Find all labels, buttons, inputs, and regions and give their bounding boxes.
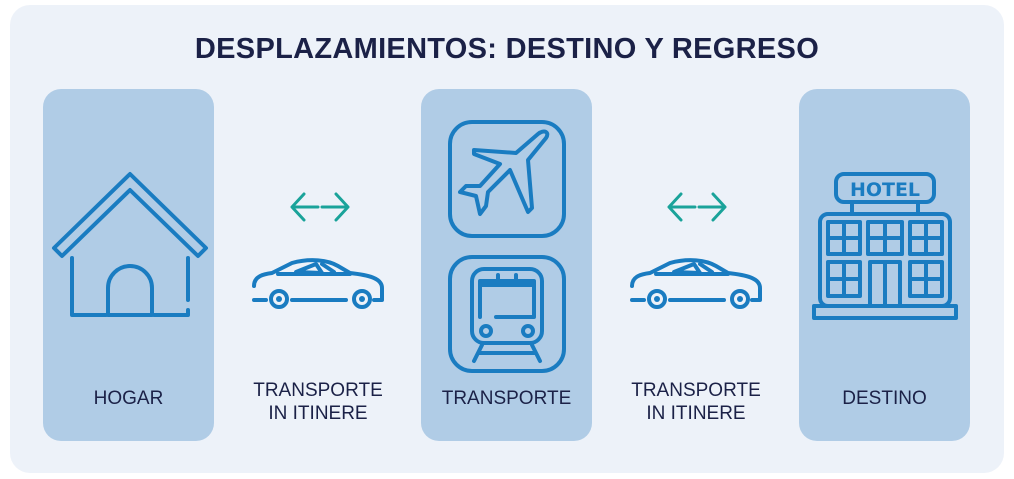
plane-icon	[448, 120, 566, 238]
hotel-sign-text: HOTEL	[850, 179, 920, 201]
bidirectional-arrow-icon	[667, 192, 727, 222]
bidirectional-arrow-icon	[290, 192, 350, 222]
car-icon	[252, 258, 384, 309]
label-line-1: TRANSPORTE	[253, 380, 383, 401]
label-hogar: HOGAR	[93, 388, 164, 409]
diagram-title: DESPLAZAMIENTOS: DESTINO Y REGRESO	[194, 33, 820, 65]
car-icon	[630, 258, 762, 309]
label-transporte-in-itinere-2: TRANSPORTE IN ITINERE	[618, 379, 774, 425]
label-transporte: TRANSPORTE	[441, 388, 572, 409]
label-transporte-in-itinere-1: TRANSPORTE IN ITINERE	[240, 379, 396, 425]
label-line-1: TRANSPORTE	[631, 380, 761, 401]
label-destino: DESTINO	[842, 388, 927, 409]
train-icon	[448, 255, 566, 373]
hotel-icon: HOTEL	[812, 172, 958, 320]
label-line-2: IN ITINERE	[268, 403, 368, 424]
house-icon	[52, 172, 208, 317]
label-line-2: IN ITINERE	[646, 403, 746, 424]
